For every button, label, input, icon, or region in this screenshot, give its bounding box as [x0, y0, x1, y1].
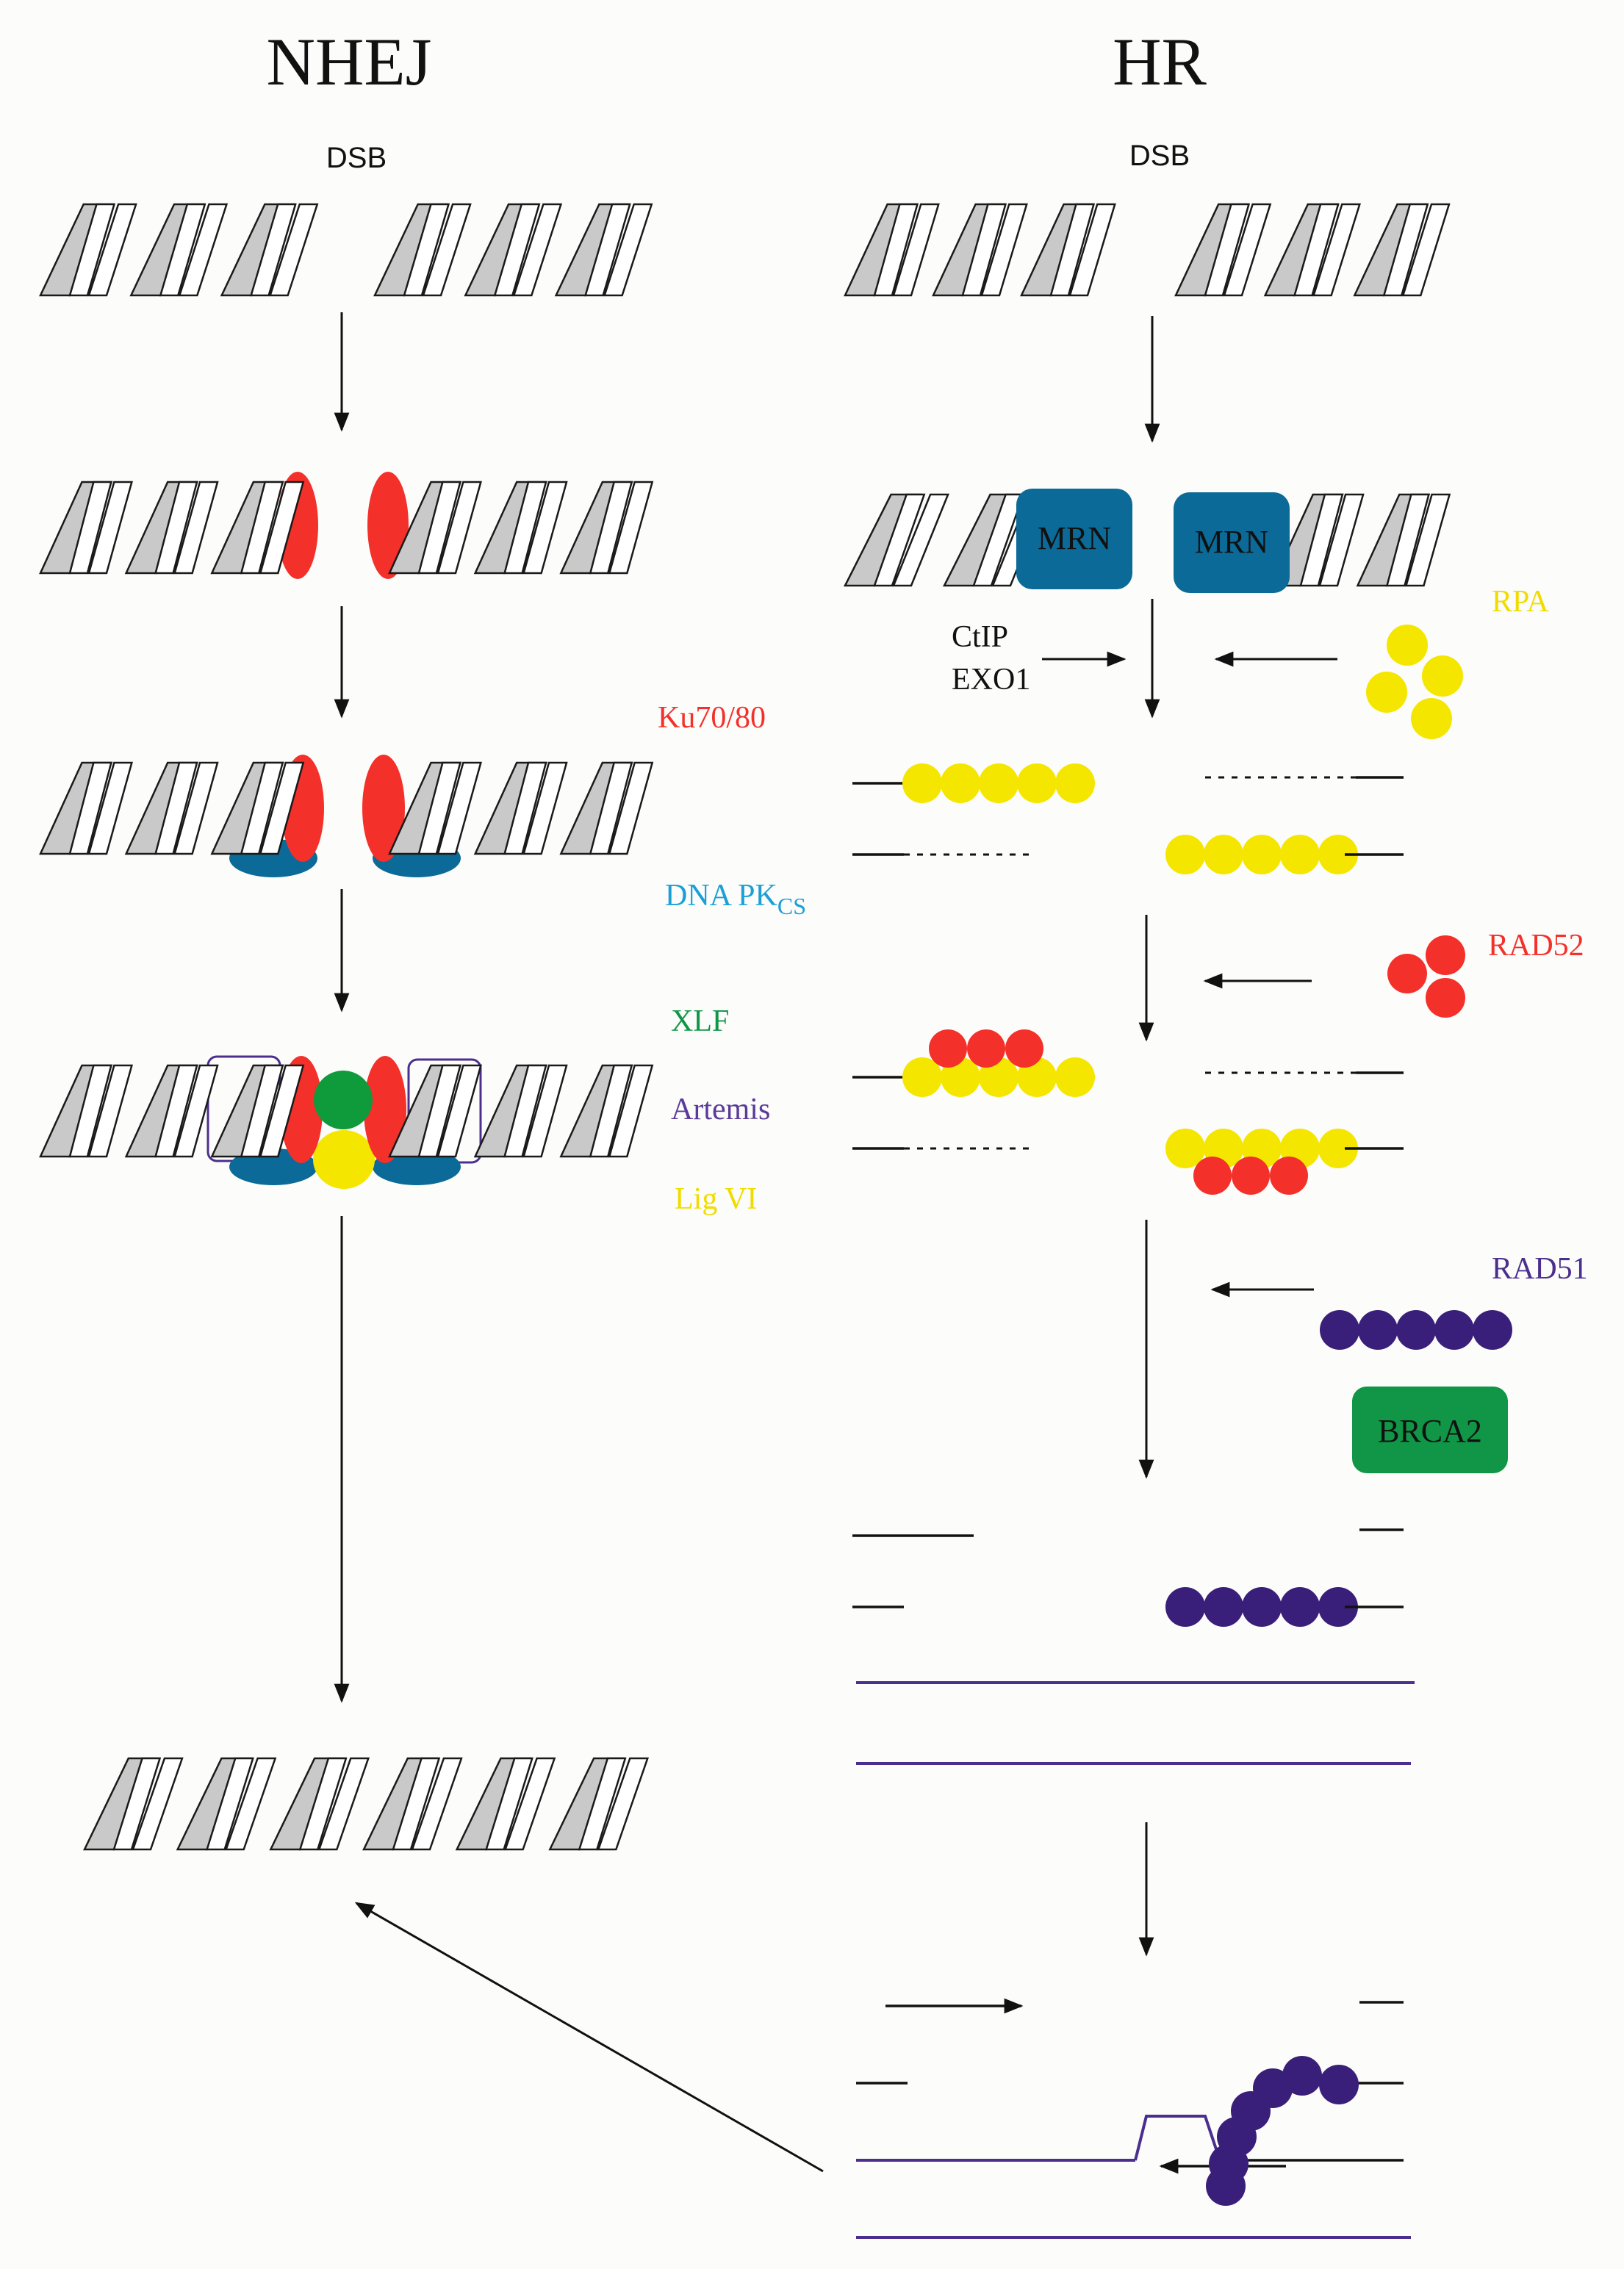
- mrn-right-box: [1174, 492, 1290, 593]
- rpa-bound-bottom-right: [1165, 835, 1358, 874]
- nhej-dna-repaired: [83, 1757, 650, 1851]
- hr-dna-right-1: [1174, 203, 1451, 297]
- hr-dsb-label: DSB: [1129, 140, 1190, 172]
- nhej-dna-left-4: [39, 1064, 305, 1158]
- brca2-box: [1352, 1387, 1508, 1473]
- label-xlf: XLF: [671, 1004, 729, 1038]
- label-dnapk: DNA PKCS: [665, 879, 806, 919]
- nhej-dna-right-2: [388, 481, 654, 575]
- nhej-dsb-label: DSB: [326, 142, 387, 174]
- rad51-invading-filament: [1206, 2056, 1359, 2206]
- mrn-left-label: MRN: [1038, 520, 1111, 556]
- hr-strands: [852, 763, 1512, 2239]
- label-ku7080: Ku70/80: [658, 701, 766, 735]
- rpa-free-cluster: [1366, 625, 1463, 739]
- hr-flow-arrows: [1042, 316, 1337, 1957]
- nhej-dna-left-2: [39, 481, 305, 575]
- label-exo1: EXO1: [952, 663, 1030, 697]
- rad51-bound-filament: [1165, 1587, 1358, 1627]
- label-lig: Lig VI: [675, 1182, 757, 1216]
- hr-title: HR: [1113, 24, 1207, 99]
- nhej-dna-right-1: [373, 203, 653, 297]
- nhej-dna-left-3: [39, 761, 305, 855]
- nhej-title: NHEJ: [267, 24, 432, 99]
- label-rpa: RPA: [1492, 585, 1550, 619]
- label-rad52: RAD52: [1488, 929, 1584, 963]
- label-ctip: CtIP: [952, 620, 1008, 654]
- brca2-label: BRCA2: [1378, 1413, 1482, 1449]
- rad52-bound-bottom-right: [1193, 1157, 1308, 1195]
- hr-mrn: MRN MRN: [1016, 489, 1290, 593]
- label-dnapk-sub: CS: [777, 893, 806, 919]
- nhej-dna-right-3: [388, 761, 654, 855]
- rpa-bound-top-left-2: [902, 1057, 1095, 1097]
- mrn-left-box: [1016, 489, 1132, 589]
- label-artemis: Artemis: [671, 1093, 770, 1126]
- hr-dna-left-1: [844, 203, 1116, 297]
- rpa-bound-top-left: [902, 763, 1095, 803]
- return-arrow: [354, 1902, 824, 2173]
- rad51-free-chain: [1320, 1310, 1512, 1350]
- rad52-free-cluster: [1387, 935, 1465, 1018]
- mrn-right-label: MRN: [1195, 524, 1268, 560]
- nhej-dna-left-1: [39, 203, 319, 297]
- nhej-step4-complex: [206, 1055, 482, 1189]
- label-dnapk-main: DNA PK: [665, 879, 777, 913]
- nhej-dna-right-4: [388, 1064, 654, 1158]
- hr-dna-right-2: [1270, 493, 1451, 587]
- rad52-bound-top-left: [929, 1029, 1043, 1068]
- label-rad51: RAD51: [1492, 1252, 1588, 1286]
